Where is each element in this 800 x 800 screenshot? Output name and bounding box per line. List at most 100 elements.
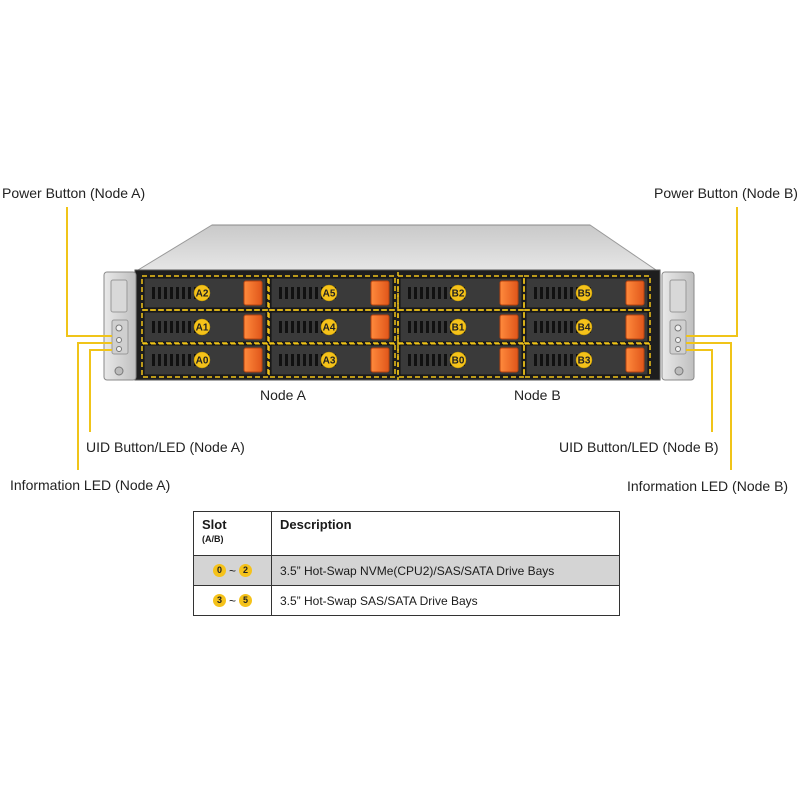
vent-slot	[552, 287, 555, 299]
bay-label: B3	[578, 356, 591, 367]
vent-slot	[570, 321, 573, 333]
vent-slot	[534, 354, 537, 366]
vent-slot	[558, 321, 561, 333]
bay-label: A2	[196, 289, 209, 300]
vent-slot	[564, 321, 567, 333]
chassis-top	[136, 224, 658, 271]
vent-slot	[558, 354, 561, 366]
vent-slot	[426, 287, 429, 299]
vent-slot	[188, 354, 191, 366]
drive-bay-legend-table: Slot (A/B) Description 0~2 3.5” Hot-Swap…	[193, 511, 620, 616]
vent-slot	[432, 321, 435, 333]
drive-release-handle[interactable]	[499, 280, 519, 306]
vent-slot	[564, 354, 567, 366]
vent-slot	[291, 354, 294, 366]
vent-slot	[279, 321, 282, 333]
information-led-node-b-label: Information LED (Node B)	[627, 478, 789, 494]
table-row: 0~2 3.5” Hot-Swap NVMe(CPU2)/SAS/SATA Dr…	[193, 555, 620, 586]
callout-line-uid-a	[89, 349, 112, 432]
drive-bay[interactable]: A2	[141, 275, 269, 311]
bay-label: A4	[323, 323, 336, 334]
bay-label-badge	[575, 318, 593, 336]
vent-slot	[291, 287, 294, 299]
drive-release-handle[interactable]	[370, 280, 390, 306]
uid-button-node-b-label: UID Button/LED (Node B)	[559, 439, 719, 455]
vent-slot	[552, 321, 555, 333]
drive-release-handle[interactable]	[370, 347, 390, 373]
power-button-node-a-label: Power Button (Node A)	[2, 185, 146, 201]
slot-range-cell: 3~5	[193, 585, 272, 616]
drive-bay[interactable]: B0	[397, 342, 525, 378]
vent-slot	[570, 354, 573, 366]
vent-slot	[546, 287, 549, 299]
drive-release-handle[interactable]	[243, 347, 263, 373]
vent-slot	[176, 287, 179, 299]
vent-slot	[182, 354, 185, 366]
vent-slot	[420, 354, 423, 366]
vent-slot	[315, 287, 318, 299]
bay-label-badge	[193, 284, 211, 302]
bay-label: A1	[196, 323, 209, 334]
vent-slot	[420, 287, 423, 299]
power-button-node-b-label: Power Button (Node B)	[654, 185, 798, 201]
vent-slot	[182, 287, 185, 299]
range-separator: ~	[228, 563, 236, 578]
drive-release-handle[interactable]	[243, 314, 263, 340]
vent-slot	[408, 287, 411, 299]
vent-slot	[438, 354, 441, 366]
drive-bay[interactable]: A1	[141, 309, 269, 345]
bay-label-badge	[575, 351, 593, 369]
bay-label-badge	[320, 284, 338, 302]
bay-label-badge	[575, 284, 593, 302]
bay-label: B0	[452, 356, 465, 367]
vent-slot	[534, 321, 537, 333]
drive-bay[interactable]: B5	[523, 275, 651, 311]
drive-release-handle[interactable]	[625, 280, 645, 306]
vent-slot	[315, 354, 318, 366]
legend-header-row: Slot (A/B) Description	[193, 511, 620, 556]
callout-lines	[66, 207, 738, 470]
vent-slot	[414, 287, 417, 299]
bay-label: B2	[452, 289, 465, 300]
vent-slot	[285, 321, 288, 333]
callout-line-uid-b	[686, 349, 713, 432]
drive-bay[interactable]: A3	[268, 342, 396, 378]
vent-slot	[438, 287, 441, 299]
vent-slot	[408, 321, 411, 333]
bay-label: B4	[578, 323, 591, 334]
drive-bay[interactable]: B3	[523, 342, 651, 378]
vent-slot	[158, 287, 161, 299]
vent-slot	[426, 321, 429, 333]
slot-badge: 5	[239, 594, 252, 608]
drive-bay[interactable]: B2	[397, 275, 525, 311]
vent-slot	[420, 321, 423, 333]
information-led-node-a-label: Information LED (Node A)	[10, 477, 171, 493]
left-rack-ear	[103, 271, 137, 381]
drive-release-handle[interactable]	[625, 314, 645, 340]
bay-label-badge	[449, 351, 467, 369]
drive-bay[interactable]: B1	[397, 309, 525, 345]
drive-bay[interactable]: A4	[268, 309, 396, 345]
vent-slot	[540, 354, 543, 366]
vent-slot	[540, 287, 543, 299]
vent-slot	[309, 287, 312, 299]
vent-slot	[152, 354, 155, 366]
drive-release-handle[interactable]	[499, 314, 519, 340]
vent-slot	[158, 354, 161, 366]
drive-bay[interactable]: A5	[268, 275, 396, 311]
vent-slot	[432, 287, 435, 299]
table-row: 3~5 3.5” Hot-Swap SAS/SATA Drive Bays	[193, 585, 620, 616]
bay-label-badge	[320, 318, 338, 336]
bay-label-badge	[193, 351, 211, 369]
drive-release-handle[interactable]	[499, 347, 519, 373]
drive-bay[interactable]: B4	[523, 309, 651, 345]
drive-release-handle[interactable]	[370, 314, 390, 340]
drive-release-handle[interactable]	[243, 280, 263, 306]
slot-range-cell: 0~2	[193, 555, 272, 586]
drive-bay[interactable]: A0	[141, 342, 269, 378]
vent-slot	[315, 321, 318, 333]
node-b-label: Node B	[514, 387, 561, 403]
drive-release-handle[interactable]	[625, 347, 645, 373]
vent-slot	[152, 287, 155, 299]
